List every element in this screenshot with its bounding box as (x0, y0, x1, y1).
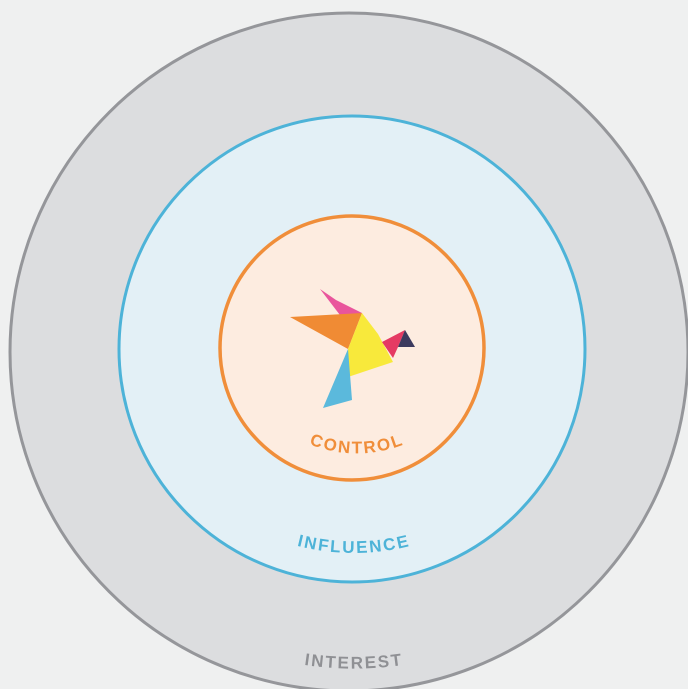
bird-body-piece (348, 313, 393, 377)
bird-left-wing-piece (290, 313, 362, 349)
bird-beak-piece (398, 330, 415, 347)
bird-neck-piece (382, 330, 405, 358)
origami-bird-icon (290, 289, 415, 408)
bird-head-piece (320, 289, 362, 319)
interest-label: INTEREST (304, 650, 405, 673)
interest-label-text: INTEREST (304, 650, 403, 673)
bird-tail-piece (323, 349, 352, 408)
